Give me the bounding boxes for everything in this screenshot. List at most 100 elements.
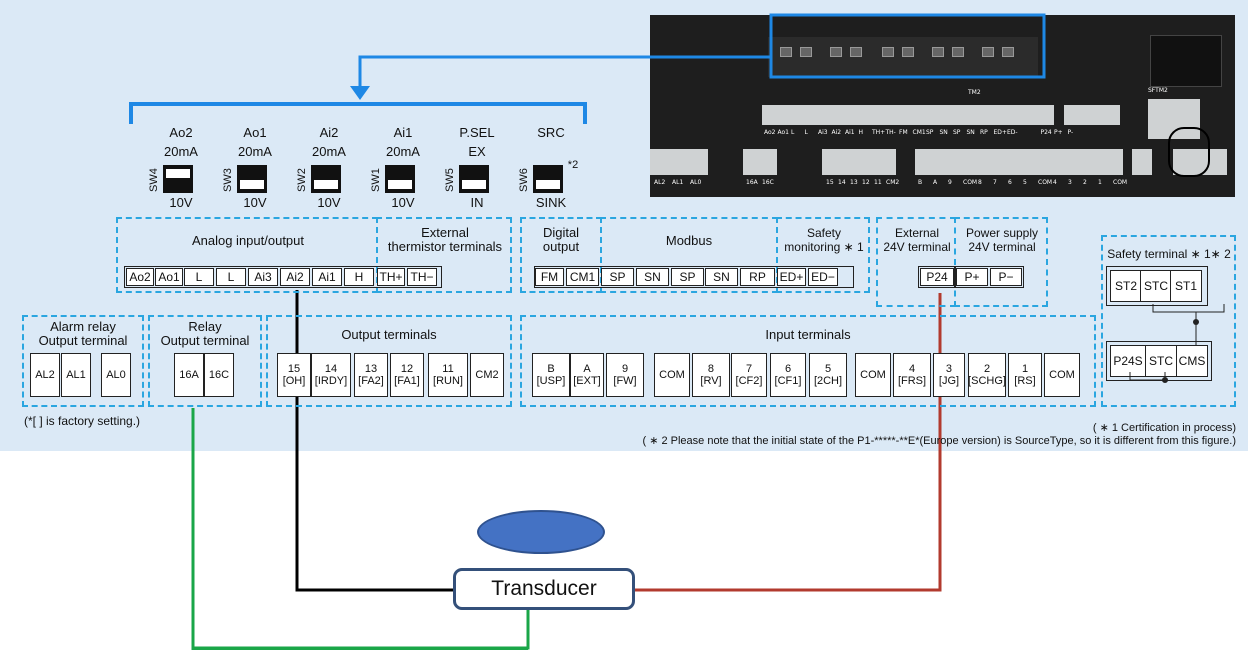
terminal[interactable]: 11 [RUN] bbox=[428, 353, 468, 397]
photo-bottom-terminal-label: COM bbox=[963, 179, 978, 186]
dip-switch[interactable] bbox=[533, 165, 563, 193]
terminal[interactable]: 4 [FRS] bbox=[893, 353, 931, 397]
row1-strip-a bbox=[124, 266, 442, 288]
terminal[interactable]: Ai1 bbox=[312, 268, 342, 286]
alarm-relay-group-box bbox=[22, 315, 144, 407]
power24-group-box bbox=[954, 217, 1048, 307]
terminal[interactable]: B [USP] bbox=[532, 353, 570, 397]
terminal[interactable]: H bbox=[344, 268, 374, 286]
photo-bottom-terminal-label: 16C bbox=[762, 179, 774, 186]
dip-switch[interactable] bbox=[163, 165, 193, 193]
terminal[interactable]: 15 [OH] bbox=[277, 353, 311, 397]
photo-top-terminal-label: FM bbox=[899, 129, 908, 136]
terminal[interactable]: CM1 bbox=[566, 268, 599, 286]
terminal[interactable]: A [EXT] bbox=[570, 353, 604, 397]
photo-top-terminal-label: P24 bbox=[1040, 129, 1052, 136]
terminal[interactable]: 8 [RV] bbox=[692, 353, 730, 397]
ext24-label: External 24V terminal bbox=[883, 226, 951, 254]
terminal[interactable]: 14 [IRDY] bbox=[311, 353, 351, 397]
terminal[interactable]: SP bbox=[671, 268, 704, 286]
terminal[interactable]: 7 [CF2] bbox=[731, 353, 767, 397]
row1-strip-b bbox=[534, 266, 854, 288]
safety-terminal[interactable]: CMS bbox=[1176, 345, 1208, 377]
terminal[interactable]: L bbox=[184, 268, 214, 286]
terminal[interactable]: 13 [FA2] bbox=[354, 353, 388, 397]
photo-top-terminal-label: CM1 bbox=[912, 129, 926, 136]
safety-terminal[interactable]: ST2 bbox=[1110, 270, 1142, 302]
input-terminals-label: Input terminals bbox=[765, 327, 851, 342]
terminal[interactable]: P24 bbox=[920, 268, 954, 286]
terminal[interactable]: 2 [SCHG] bbox=[968, 353, 1006, 397]
dip-switch-knob bbox=[536, 180, 560, 189]
terminal[interactable]: SN bbox=[705, 268, 738, 286]
terminal[interactable]: AL2 bbox=[30, 353, 60, 397]
photo-top-terminal-label: ED- bbox=[1007, 129, 1018, 136]
terminal[interactable]: L bbox=[216, 268, 246, 286]
switch-top-label: Ao2 bbox=[169, 125, 193, 140]
photo-bottom-terminal-label: 15 bbox=[826, 179, 834, 186]
dip-switch-knob bbox=[388, 180, 412, 189]
terminal[interactable]: 5 [2CH] bbox=[809, 353, 847, 397]
terminal[interactable]: COM bbox=[1044, 353, 1080, 397]
dip-switch[interactable] bbox=[237, 165, 267, 193]
photo-bottom-terminal-label: 1 bbox=[1098, 179, 1102, 186]
terminal[interactable]: RP bbox=[740, 268, 775, 286]
terminal[interactable]: COM bbox=[855, 353, 891, 397]
safety-terminal[interactable]: ST1 bbox=[1170, 270, 1202, 302]
switch-top-label: P.SEL bbox=[459, 125, 495, 140]
terminal[interactable]: 9 [FW] bbox=[606, 353, 644, 397]
dip-switch[interactable] bbox=[385, 165, 415, 193]
photo-bottom-terminal-label: 13 bbox=[850, 179, 858, 186]
terminal[interactable]: Ai3 bbox=[248, 268, 278, 286]
terminal[interactable]: 1 [RS] bbox=[1008, 353, 1042, 397]
switch-setting-top: 20mA bbox=[238, 144, 272, 159]
photo-top-terminal-label: RP bbox=[980, 129, 988, 136]
certification-note: ( ∗ 1 Certification in process) bbox=[1092, 422, 1236, 434]
photo-bottom-terminal-label: 14 bbox=[838, 179, 846, 186]
terminal[interactable]: 3 [JG] bbox=[933, 353, 965, 397]
terminal[interactable]: 6 [CF1] bbox=[770, 353, 806, 397]
dip-switch-knob bbox=[240, 180, 264, 189]
dip-switch-knob bbox=[166, 169, 190, 178]
output-terminals-group-box bbox=[266, 315, 512, 407]
output-terminals-label: Output terminals bbox=[341, 327, 437, 342]
sensor-ellipse bbox=[477, 510, 605, 554]
terminal[interactable]: AL0 bbox=[101, 353, 131, 397]
power24-label: Power supply 24V terminal bbox=[965, 226, 1039, 254]
terminal[interactable]: ED− bbox=[808, 268, 838, 286]
terminal[interactable]: TH− bbox=[407, 268, 437, 286]
terminal[interactable]: FM bbox=[535, 268, 564, 286]
terminal[interactable]: 16A bbox=[174, 353, 204, 397]
safety-terminal[interactable]: P24S bbox=[1110, 345, 1146, 377]
photo-bottom-terminal-label: 9 bbox=[948, 179, 952, 186]
photo-label-tm2: TM2 bbox=[968, 89, 981, 96]
p24-frame bbox=[918, 266, 956, 288]
photo-bottom-terminal-label: 4 bbox=[1053, 179, 1057, 186]
safety-upper-frame bbox=[1106, 266, 1208, 306]
terminal[interactable]: TH+ bbox=[377, 268, 405, 286]
terminal[interactable]: ED+ bbox=[777, 268, 806, 286]
terminal[interactable]: 12 [FA1] bbox=[390, 353, 424, 397]
terminal[interactable]: SN bbox=[636, 268, 669, 286]
photo-top-terminal-label: Ai3 bbox=[818, 129, 828, 136]
terminal[interactable]: Ai2 bbox=[280, 268, 310, 286]
photo-bottom-terminal-label: 2 bbox=[1083, 179, 1087, 186]
photo-top-terminal-label: P+ bbox=[1054, 129, 1063, 136]
dip-switch[interactable] bbox=[311, 165, 341, 193]
terminal[interactable]: AL1 bbox=[61, 353, 91, 397]
photo-top-terminal-label: Ao1 bbox=[777, 129, 790, 136]
terminal[interactable]: Ao1 bbox=[155, 268, 183, 286]
terminal[interactable]: COM bbox=[654, 353, 690, 397]
terminal[interactable]: 16C bbox=[204, 353, 234, 397]
terminal[interactable]: P+ bbox=[956, 268, 988, 286]
dip-switch[interactable] bbox=[459, 165, 489, 193]
terminal[interactable]: P− bbox=[990, 268, 1022, 286]
photo-top-terminal-label: H bbox=[858, 129, 864, 136]
terminal[interactable]: Ao2 bbox=[126, 268, 154, 286]
terminal[interactable]: SP bbox=[601, 268, 634, 286]
switch-top-label: Ao1 bbox=[243, 125, 267, 140]
dip-switch-knob bbox=[314, 180, 338, 189]
terminal[interactable]: CM2 bbox=[470, 353, 504, 397]
transducer-label: Transducer bbox=[491, 577, 597, 600]
